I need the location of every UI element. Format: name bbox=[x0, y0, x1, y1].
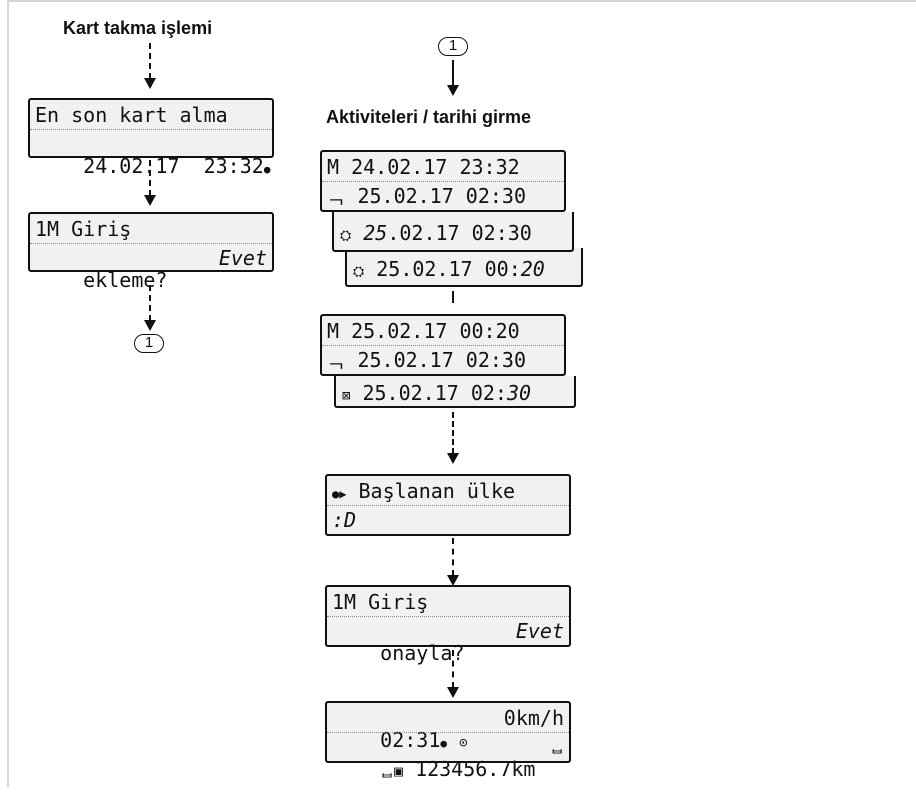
lcd-start-country: ●▶ Başlanan ülke :D bbox=[325, 474, 571, 536]
arrow-down-4 bbox=[447, 60, 459, 96]
lcd-line2: ekleme?Evet bbox=[83, 246, 267, 292]
connector-tick bbox=[452, 291, 454, 303]
connector-circle-1-top: 1 bbox=[438, 37, 468, 56]
lcd-line1: M 25.02.17 00:20 bbox=[327, 319, 520, 343]
arrow-down-3 bbox=[144, 285, 156, 331]
lcd-sub-entry-2: ⛭ 25.02.17 00:20 bbox=[345, 248, 583, 287]
right-title: Aktiviteleri / tarihi girme bbox=[326, 107, 532, 127]
lcd-add-entry: 1M Giriş ekleme?Evet bbox=[28, 212, 274, 291]
page-frame bbox=[7, 0, 916, 787]
lcd-activity-group-1: M 24.02.17 23:32 ᆨ 25.02.17 02:30 bbox=[320, 150, 566, 212]
arrow-down-6 bbox=[447, 538, 459, 586]
bed-icon: ᆸ bbox=[550, 738, 564, 756]
dot-icon: ● bbox=[440, 737, 448, 750]
lcd-line2: ᆨ 25.02.17 02:30 bbox=[327, 348, 527, 372]
clock-icon: ⊙ bbox=[459, 735, 468, 751]
lcd-sub-entry-1: ⛭ 25.02.17 02:30 bbox=[332, 212, 574, 252]
rest-icon: ⛭ bbox=[353, 264, 365, 280]
connector-circle-1: 1 bbox=[134, 334, 164, 353]
arrow-down-1 bbox=[144, 43, 156, 89]
lcd-line2: onayla?Evet bbox=[380, 619, 564, 665]
lcd-line2: ᆨ 25.02.17 02:30 bbox=[327, 184, 527, 208]
lcd-sub-entry-3: ⊠ 25.02.17 02:30 bbox=[334, 376, 576, 408]
bed-card-icon: ᆸ▣ bbox=[380, 762, 404, 780]
unknown-period-icon: ⊠ bbox=[342, 388, 351, 404]
lcd-line1: 1M Giriş bbox=[332, 590, 429, 614]
lcd-line1: 02:31● ⊙0km/h bbox=[332, 707, 564, 777]
lcd-line1: M 24.02.17 23:32 bbox=[327, 155, 520, 179]
arrow-down-5 bbox=[447, 412, 459, 464]
rest-icon: ⛭ bbox=[340, 228, 352, 244]
left-title: Kart takma işlemi bbox=[63, 18, 213, 38]
lcd-line1: 1M Giriş bbox=[35, 217, 132, 241]
arrow-down-7 bbox=[447, 650, 459, 698]
lcd-last-card-removal: En son kart alma 24.02.17 23:32● bbox=[28, 98, 274, 177]
country-begin-icon: ●▶ bbox=[332, 487, 347, 501]
lcd-activity-group-2: M 25.02.17 00:20 ᆨ 25.02.17 02:30 bbox=[320, 314, 566, 376]
arrow-down-2 bbox=[144, 160, 156, 206]
lcd-line1: ●▶ Başlanan ülke bbox=[332, 479, 516, 503]
lcd-line2: :D bbox=[332, 508, 357, 532]
dot-icon: ● bbox=[263, 163, 271, 176]
lcd-line2: 24.02.17 23:32● bbox=[35, 133, 270, 203]
lcd-line1: En son kart alma bbox=[35, 103, 228, 127]
lcd-confirm-entry: 1M Giriş onayla?Evet bbox=[325, 585, 571, 664]
